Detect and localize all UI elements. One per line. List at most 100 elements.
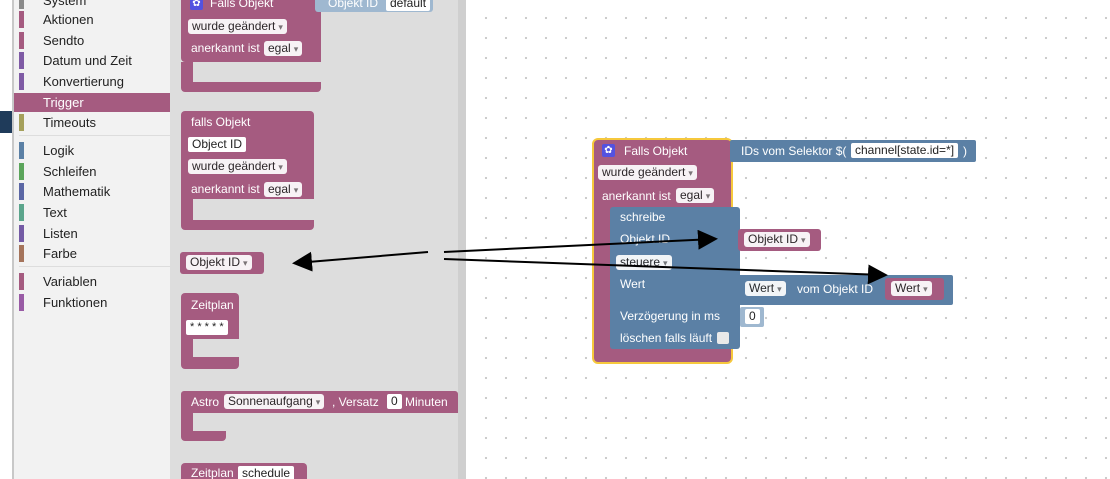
offset-field[interactable]: 0 [387, 394, 402, 409]
objekt-id-dropdown[interactable]: Objekt ID▾ [186, 255, 252, 270]
toolbox-category-text[interactable]: Text [14, 203, 170, 222]
category-label: Timeouts [43, 115, 96, 130]
chevron-down-icon: ▾ [293, 44, 299, 54]
category-label: Text [43, 205, 67, 220]
panel-toggle-marker[interactable] [0, 111, 12, 133]
category-color-bar [19, 94, 24, 111]
block-slot-gap [193, 62, 321, 82]
block-title: Zeitplan [191, 298, 234, 312]
chevron-down-icon: ▾ [801, 235, 806, 245]
toolbox-category-farbe[interactable]: Farbe [14, 244, 170, 263]
left-edge-divider [12, 0, 14, 479]
flyout-scrollbar[interactable] [458, 0, 466, 479]
objekt-id-label: Objekt ID [328, 0, 379, 10]
chevron-down-icon: ▾ [278, 22, 283, 32]
block-title: falls Objekt [191, 115, 251, 129]
category-label: Variablen [43, 274, 97, 289]
objekt-id-dropdown[interactable]: Objekt ID▾ [744, 232, 810, 247]
clear-checkbox[interactable] [717, 332, 729, 344]
chevron-down-icon: ▾ [777, 284, 782, 294]
chevron-down-icon: ▾ [663, 258, 668, 268]
ack-label: anerkannt ist [602, 189, 671, 203]
change-dropdown[interactable]: wurde geändert▾ [188, 159, 287, 174]
wert-dropdown[interactable]: Wert▾ [745, 281, 786, 296]
toolbox-category-system[interactable]: System [14, 0, 170, 10]
ack-label: anerkannt ist [191, 182, 260, 196]
delay-field[interactable]: 0 [745, 309, 760, 324]
category-label: Trigger [43, 95, 84, 110]
block-title: Falls Objekt [210, 0, 274, 10]
toolbox-category-mathematik[interactable]: Mathematik [14, 182, 170, 201]
toolbox-category-timeouts[interactable]: Timeouts [14, 113, 170, 132]
objekt-id-value[interactable]: default [386, 0, 431, 11]
object-id-field[interactable]: Object ID [188, 137, 247, 152]
gear-icon[interactable]: ✿ [190, 0, 203, 10]
block-statement-slot [181, 199, 193, 220]
category-label: Konvertierung [43, 74, 124, 89]
dropdown-value: Wert [749, 281, 775, 295]
category-label: Aktionen [43, 12, 94, 27]
toolbox-category-schleifen[interactable]: Schleifen [14, 162, 170, 181]
category-label: Funktionen [43, 295, 108, 310]
delay-label: Verzögerung in ms [620, 309, 721, 323]
category-label: Listen [43, 226, 78, 241]
dropdown-value: Sonnenaufgang [228, 394, 313, 408]
astro-dropdown[interactable]: Sonnenaufgang▾ [224, 394, 325, 409]
write-block[interactable] [610, 207, 740, 349]
offset-label: , Versatz [332, 395, 379, 409]
selector-field[interactable]: channel[state.id=*] [851, 143, 959, 158]
category-label: Sendto [43, 33, 85, 48]
toolbox-category-logik[interactable]: Logik [14, 141, 170, 160]
chevron-down-icon: ▾ [293, 185, 299, 195]
category-color-bar [19, 0, 24, 9]
category-color-bar [19, 11, 24, 28]
dropdown-value: egal [268, 182, 291, 196]
gear-icon[interactable]: ✿ [602, 144, 615, 157]
selector-close: ) [963, 144, 967, 158]
change-dropdown[interactable]: wurde geändert▾ [598, 165, 697, 180]
category-color-bar [19, 32, 24, 49]
category-color-bar [19, 225, 24, 242]
from-object-label: vom Objekt ID [797, 282, 874, 296]
toolbox-category-variablen[interactable]: Variablen [14, 272, 170, 291]
toolbox-category-trigger[interactable]: Trigger [14, 93, 170, 112]
category-color-bar [19, 52, 24, 69]
category-color-bar [19, 142, 24, 159]
block-flyout: ✿ Falls Objekt Objekt ID default wurde g… [170, 0, 464, 479]
arrow-to-objekt-id [443, 229, 718, 253]
ack-dropdown[interactable]: egal▾ [264, 41, 303, 56]
toolbox-separator [19, 135, 170, 136]
category-color-bar [19, 114, 24, 131]
dropdown-value: Wert [895, 281, 921, 295]
astro-label: Astro [191, 395, 220, 409]
ack-dropdown[interactable]: egal▾ [676, 188, 715, 203]
ack-label: anerkannt ist [191, 41, 260, 55]
block-bottom [181, 220, 314, 230]
toolbox-category-funktionen[interactable]: Funktionen [14, 293, 170, 312]
wert-target-dropdown[interactable]: Wert▾ [891, 281, 932, 296]
block-statement-slot [181, 339, 193, 357]
toolbox-category-listen[interactable]: Listen [14, 224, 170, 243]
ack-dropdown[interactable]: egal▾ [264, 182, 303, 197]
schedule-name-field[interactable]: schedule [238, 466, 295, 479]
dropdown-value: Objekt ID [748, 232, 799, 246]
dropdown-value: wurde geändert [192, 19, 276, 33]
category-color-bar [19, 245, 24, 262]
chevron-down-icon: ▾ [923, 284, 928, 294]
cron-field[interactable]: * * * * * [186, 320, 228, 335]
dropdown-value: wurde geändert [602, 165, 686, 179]
toolbox-category-sendto[interactable]: Sendto [14, 31, 170, 50]
dropdown-value: egal [268, 41, 291, 55]
block-statement-slot [181, 413, 193, 431]
toolbox-category-datum-und-zeit[interactable]: Datum und Zeit [14, 51, 170, 70]
block-bottom [181, 82, 321, 92]
arrow-to-flyout [292, 251, 429, 272]
toolbox-category-konvertierung[interactable]: Konvertierung [14, 72, 170, 91]
selector-label: IDs vom Selektor $( [741, 144, 847, 158]
chevron-down-icon: ▾ [243, 258, 248, 268]
category-color-bar [19, 163, 24, 180]
toolbox-category-aktionen[interactable]: Aktionen [14, 10, 170, 29]
write-title: schreibe [620, 210, 666, 224]
change-dropdown[interactable]: wurde geändert▾ [188, 19, 287, 34]
